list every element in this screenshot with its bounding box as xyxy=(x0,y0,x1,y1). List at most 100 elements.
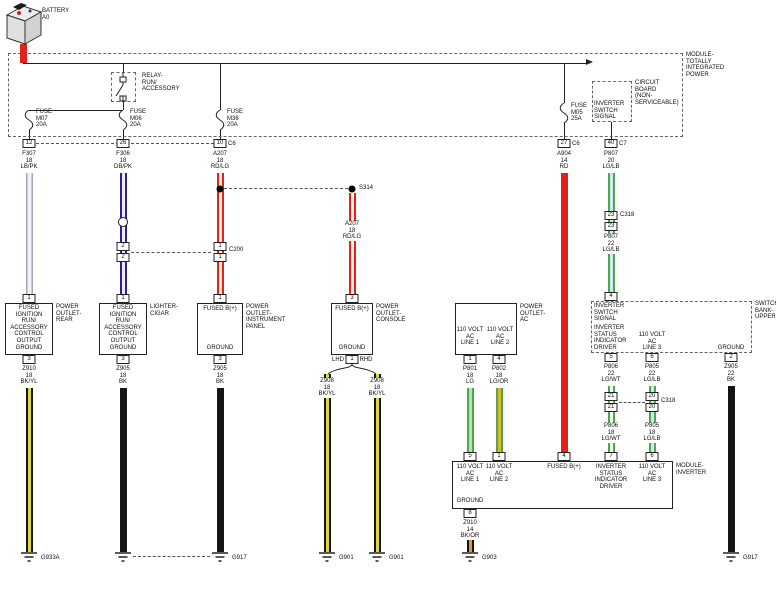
inverter-ext-label: MODULE- INVERTER xyxy=(676,463,707,476)
ac-line1-label: 110 VOLT AC LINE 1 xyxy=(456,327,484,347)
wire-label-f307: F307 18 LB/PK xyxy=(20,151,38,171)
c200-dash-line xyxy=(131,252,211,253)
circuit-board-label: CIRCUIT BOARD (NON- SERVICEABLE) xyxy=(635,80,679,106)
sbu-pin-6: 6 xyxy=(645,353,659,362)
console-ground-label: GROUND xyxy=(338,345,366,352)
wire-label-p801: P801 18 LG xyxy=(462,366,478,386)
wire-label-p802: P802 18 LG/OR xyxy=(489,366,509,386)
pin-26: 26 xyxy=(116,139,130,148)
ground-symbol-cigar xyxy=(115,552,131,562)
fuse-m05-out-line xyxy=(564,123,565,139)
ip-pin-bot: 3 xyxy=(213,355,227,364)
inverter-line2-label: 110 VOLT AC LINE 2 xyxy=(485,464,513,484)
bus-arrow-icon xyxy=(586,59,593,65)
inverter-pin-6: 6 xyxy=(645,452,659,461)
fuse-m36-out-line xyxy=(220,130,221,139)
sbu-signal-label: INVERTER SWITCH SIGNAL xyxy=(594,303,625,323)
splice-dash-line xyxy=(224,188,348,189)
wire-a207-console xyxy=(348,193,356,294)
inline-connector-ring xyxy=(118,217,128,227)
c318-pin-21a: 21 xyxy=(604,392,618,401)
wire-label-f306: F306 18 DB/PK xyxy=(113,151,133,171)
ip-pin-top: 1 xyxy=(213,294,227,303)
cigar-ground-label: GROUND xyxy=(109,345,137,352)
sbu-pin-top: 4 xyxy=(604,292,618,301)
cigar-body-label: FUSED IGNITION RUN/ ACCESSORY CONTROL OU… xyxy=(104,305,142,345)
ac-pin-4: 4 xyxy=(492,355,506,364)
ac-ext-label: POWER OUTLET- AC xyxy=(520,304,546,324)
ground-label-g903: G903 xyxy=(482,555,497,561)
inverter-pin-5: 5 xyxy=(463,452,477,461)
ground-link-dash xyxy=(133,556,210,557)
inverter-line3-label: 110 VOLT AC LINE 3 xyxy=(638,464,666,484)
relay-label: RELAY- RUN/ ACCESSORY xyxy=(142,73,180,93)
connector-c6-right-label: C6 xyxy=(572,141,580,148)
c318-lower-dash xyxy=(619,402,645,403)
c318-pin-20b: 20 xyxy=(645,403,659,412)
fuse-m05-feed-line xyxy=(564,63,565,103)
c200-pin-1b: 1 xyxy=(213,253,227,262)
fuse-m05-label: FUSE M05 25A xyxy=(571,103,588,123)
fuse-m36-feed-line xyxy=(220,63,221,110)
wire-p806 xyxy=(607,386,615,452)
pin-40: 40 xyxy=(604,139,618,148)
wire-label-a904: A904 14 RD xyxy=(556,151,572,171)
console-pin-bot: 1 xyxy=(345,355,359,364)
wire-label-z905-cigar: Z905 18 BK xyxy=(116,366,130,386)
sbu-ground-label: GROUND xyxy=(717,345,745,351)
ground-symbol-g901-lhd xyxy=(319,552,335,562)
battery-feed-wire xyxy=(19,44,27,63)
wire-z905-ip xyxy=(216,388,224,552)
wire-label-z905-ip: Z905 18 BK xyxy=(213,366,227,386)
wire-z908-rhd xyxy=(373,374,381,552)
sbu-pin-5: 5 xyxy=(604,353,618,362)
wire-f306 xyxy=(119,173,127,294)
inverter-line1-label: 110 VOLT AC LINE 1 xyxy=(456,464,484,484)
c318-pin-23b: 23 xyxy=(604,222,618,231)
cigar-pin-bot: 3 xyxy=(116,355,130,364)
fuse-m05-icon xyxy=(559,103,569,123)
ground-symbol-g917-right xyxy=(723,552,739,562)
ground-symbol-g901-rhd xyxy=(369,552,385,562)
box-module-inverter xyxy=(452,461,673,509)
ground-symbol-g903 xyxy=(462,552,478,562)
wire-p805 xyxy=(648,386,656,452)
ground-label-g917-left: G917 xyxy=(232,555,247,561)
console-body-label: FUSED B(+) xyxy=(335,306,369,313)
ground-label-g917-right: G917 xyxy=(743,555,758,561)
c200-pin-2a: 2 xyxy=(116,242,130,251)
ground-label-g901-rhd: G901 xyxy=(389,555,404,561)
wire-a904 xyxy=(560,173,568,452)
c318-pin-21b: 21 xyxy=(604,403,618,412)
console-rhd-label: RHD xyxy=(359,357,373,363)
cigar-pin-top: 1 xyxy=(116,294,130,303)
c200-pin-2b: 2 xyxy=(116,253,130,262)
fuse-m36-icon xyxy=(215,110,225,130)
inverter-switch-signal-label: INVERTER SWITCH SIGNAL xyxy=(594,101,625,121)
relay-out-line xyxy=(123,102,124,110)
inverter-pin-8: 8 xyxy=(463,509,477,518)
fuse-m36-label: FUSE M36 20A xyxy=(227,109,244,129)
wire-label-z908-lhd: Z908 18 BK/YL xyxy=(318,378,336,398)
battery-icon xyxy=(5,3,43,45)
console-ground-branch-lines xyxy=(327,363,377,375)
power-bus-line xyxy=(23,63,586,64)
fuse-m06-out-line xyxy=(123,130,124,139)
c318-pin-20a: 20 xyxy=(645,392,659,401)
inverter-pin-7: 7 xyxy=(604,452,618,461)
fuse-m07-label: FUSE M07 20A xyxy=(36,109,53,129)
fuse-m06-label: FUSE M06 20A xyxy=(130,109,147,129)
inverter-pin-4: 4 xyxy=(557,452,571,461)
fuse-m07-icon xyxy=(24,110,34,130)
wire-label-p807-upper: P807 20 LG/LB xyxy=(602,151,620,171)
wire-label-a207-console: A207 18 RD/LG xyxy=(342,221,362,241)
ip-ext-label: POWER OUTLET- INSTRUMENT PANEL xyxy=(246,304,286,330)
console-pin-top: 3 xyxy=(345,294,359,303)
pin-27: 27 xyxy=(557,139,571,148)
wire-z908-lhd xyxy=(323,374,331,552)
connector-c7-label: C7 xyxy=(619,141,627,148)
rear-body-label: FUSED IGNITION RUN/ ACCESSORY CONTROL OU… xyxy=(10,305,48,345)
inverter-fused-b-label: FUSED B(+) xyxy=(547,464,581,470)
relay-icon xyxy=(115,72,127,102)
sbu-driver-label: INVERTER STATUS INDICATOR DRIVER xyxy=(594,325,627,351)
